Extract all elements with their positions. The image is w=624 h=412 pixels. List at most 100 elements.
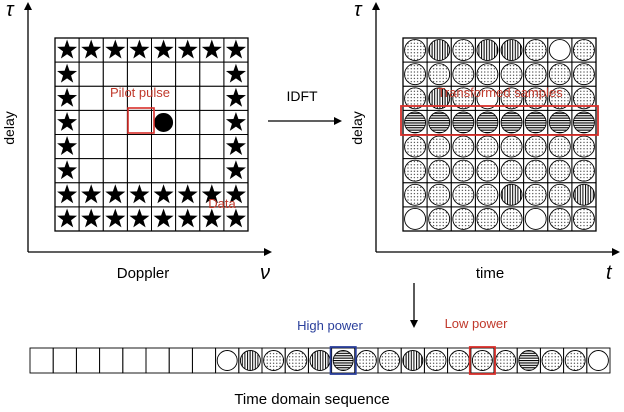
left-y-axis-label: delay [1,111,17,144]
dd-grid-cell [78,61,104,87]
sample-circle [476,207,499,230]
data-symbol-star [153,208,174,228]
dd-grid-cell [151,61,177,87]
transformed-row-highlight [400,105,599,136]
data-symbol-star [225,184,246,204]
sample-circle [428,207,451,230]
sample-circle [476,135,499,158]
dd-grid-cell [126,158,152,184]
sample-circle [476,159,499,182]
sample-circle [500,39,523,62]
sample-circle [524,159,547,182]
sample-circle [476,87,499,110]
dd-grid-cell [199,134,225,160]
data-symbol-star [201,208,222,228]
pilot-pulse-dot [154,112,174,132]
data-symbol-star [129,39,150,59]
data-symbol-star [105,184,126,204]
sample-circle [500,111,523,134]
dt-grid-cell [571,206,597,232]
sample-circle [452,111,475,134]
sample-circle [404,159,427,182]
sequence-cell [586,347,611,374]
sequence-sample [564,350,586,371]
sequence-cell [191,347,217,374]
sample-circle [452,159,475,182]
sample-circle [500,183,523,206]
dd-grid-cell [199,109,225,135]
sample-circle [428,39,451,62]
sample-circle [572,111,595,134]
data-symbol-star [57,63,78,83]
data-symbol-star [81,208,102,228]
data-symbol-star [177,208,198,228]
sample-circle [476,111,499,134]
dd-grid-cell [223,206,249,232]
sample-circle [452,63,475,86]
sequence-cells [29,346,611,375]
sample-circle [428,183,451,206]
sample-circle [548,63,571,86]
dd-grid-cell [78,158,104,184]
sequence-cell [168,347,193,374]
data-symbol-star [81,184,102,204]
dd-grid-cell [126,61,152,87]
data-symbol-star [105,208,126,228]
sample-circle [572,135,595,158]
dd-grid-cell [175,158,201,184]
data-symbol-star [225,39,246,59]
sequence-cell [29,347,54,374]
sample-circle [524,183,547,206]
dd-grid-cell [126,109,152,135]
dd-grid-cell [199,158,225,184]
sample-circle [476,63,499,86]
right-grid [402,37,597,232]
dd-grid-cell [199,85,225,111]
sequence-sample [263,350,285,371]
sequence-sample [216,350,238,371]
data-symbol-star [201,184,222,204]
sample-circle [428,159,451,182]
dd-grid-cell [175,109,201,135]
sample-circle [572,63,595,86]
data-symbol-star [57,136,78,156]
right-y-axis-symbol: τ [354,0,363,21]
data-symbol-star [57,87,78,107]
left-y-axis-symbol: τ [6,0,15,21]
sample-circle [404,135,427,158]
sample-circle [404,87,427,110]
sequence-cell [52,347,77,374]
sample-circle [548,111,571,134]
low-power-label: Low power [445,316,509,331]
sample-circle [428,87,451,110]
data-symbol-star [225,87,246,107]
sequence-sample [587,350,609,371]
sequence-cell [145,347,170,374]
sample-circle [452,135,475,158]
left-x-axis-symbol: ν [260,262,270,284]
sample-circle [500,207,523,230]
data-symbol-star [177,39,198,59]
data-symbol-star [201,39,222,59]
sequence-sample [495,350,517,371]
sample-circle [524,39,547,62]
data-symbol-star [225,136,246,156]
sample-circle [524,135,547,158]
sample-circle [404,207,427,230]
sample-circle [572,87,595,110]
delay-time-panel: τ t delay time Transformed samples [349,0,620,284]
idft-transform: IDFT [268,88,342,125]
high-power-label: High power [297,318,363,333]
data-symbol-star [129,184,150,204]
dd-grid-cell [78,134,104,160]
sample-circle [524,87,547,110]
delay-doppler-panel: τ ν delay Doppler Pilot pulse Data [1,0,272,284]
sample-circle [572,207,595,230]
sequence-sample [355,350,377,371]
sample-circle [500,63,523,86]
sequence-sample [541,350,563,371]
sample-circle [452,183,475,206]
sample-circle [500,159,523,182]
sample-circle [572,39,595,62]
